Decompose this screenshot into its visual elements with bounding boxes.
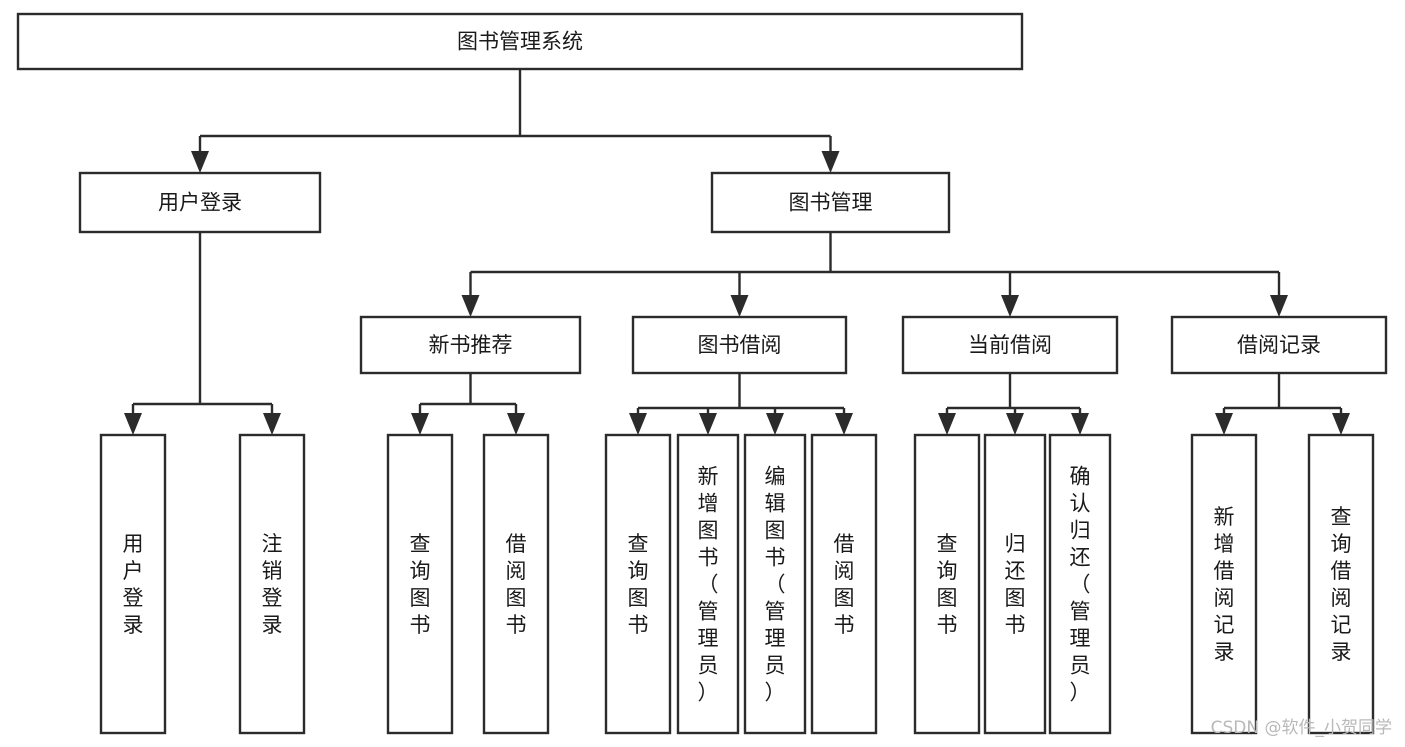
- node-leaf-query-record[interactable]: 查询借阅记录: [1307, 433, 1375, 735]
- node-label-leaf-query-book-3: 查询图书: [937, 532, 958, 637]
- node-box-user-login[interactable]: [78, 171, 322, 234]
- node-box-leaf-borrow-book-2[interactable]: [810, 433, 878, 735]
- arrow-head-icon: [1332, 413, 1350, 435]
- arrow-head-icon: [1215, 413, 1233, 435]
- node-current-borrow[interactable]: 当前借阅: [901, 315, 1119, 375]
- arrow-head-icon: [411, 413, 429, 435]
- arrow-head-icon: [124, 413, 142, 435]
- arrow-head-icon: [263, 413, 281, 435]
- node-leaf-user-logout[interactable]: 注销登录: [238, 433, 306, 735]
- node-box-leaf-query-book-2[interactable]: [604, 433, 672, 735]
- node-label-root: 图书管理系统: [457, 30, 583, 54]
- node-box-leaf-borrow-book-1[interactable]: [482, 433, 550, 735]
- node-leaf-return-book[interactable]: 归还图书: [983, 433, 1047, 735]
- node-box-book-manage[interactable]: [710, 171, 951, 234]
- node-label-leaf-return-book: 归还图书: [1005, 532, 1026, 637]
- node-label-borrow-record: 借阅记录: [1237, 333, 1321, 357]
- node-label-leaf-edit-book: 编辑图书（管理员）: [765, 465, 786, 705]
- node-box-leaf-edit-book[interactable]: [743, 433, 807, 735]
- node-label-book-borrow: 图书借阅: [698, 333, 782, 357]
- node-box-book-borrow[interactable]: [631, 315, 848, 375]
- node-box-leaf-user-logout[interactable]: [238, 433, 306, 735]
- node-box-new-book-rec[interactable]: [359, 315, 582, 375]
- edge-group-current-borrow: [938, 373, 1089, 435]
- node-box-leaf-query-record[interactable]: [1307, 433, 1375, 735]
- edge-group-user-login: [124, 232, 281, 435]
- arrow-head-icon: [835, 413, 853, 435]
- arrow-head-icon: [507, 413, 525, 435]
- node-new-book-rec[interactable]: 新书推荐: [359, 315, 582, 375]
- node-leaf-borrow-book-1[interactable]: 借阅图书: [482, 433, 550, 735]
- edge-group-book-borrow: [629, 373, 853, 435]
- node-label-leaf-add-book: 新增图书（管理员）: [698, 465, 719, 705]
- node-box-leaf-add-record[interactable]: [1190, 433, 1258, 735]
- node-layer: 图书管理系统用户登录图书管理新书推荐图书借阅当前借阅借阅记录用户登录注销登录查询…: [16, 12, 1388, 735]
- node-label-leaf-query-book-1: 查询图书: [410, 532, 431, 637]
- node-leaf-query-book-2[interactable]: 查询图书: [604, 433, 672, 735]
- node-label-leaf-confirm-return: 确认归还（管理员）: [1070, 465, 1091, 705]
- edge-group-borrow-record: [1215, 373, 1350, 435]
- arrow-head-icon: [1006, 413, 1024, 435]
- node-root[interactable]: 图书管理系统: [16, 12, 1024, 71]
- node-leaf-user-login[interactable]: 用户登录: [99, 433, 167, 735]
- node-label-leaf-user-login: 用户登录: [123, 532, 144, 637]
- node-box-leaf-user-login[interactable]: [99, 433, 167, 735]
- node-label-book-manage: 图书管理: [789, 191, 873, 215]
- node-leaf-query-book-3[interactable]: 查询图书: [913, 433, 981, 735]
- arrow-head-icon: [938, 413, 956, 435]
- node-box-current-borrow[interactable]: [901, 315, 1119, 375]
- node-label-leaf-query-record: 查询借阅记录: [1331, 505, 1352, 664]
- node-book-borrow[interactable]: 图书借阅: [631, 315, 848, 375]
- edge-group-root: [191, 69, 840, 173]
- arrow-head-icon: [699, 413, 717, 435]
- node-label-leaf-borrow-book-1: 借阅图书: [506, 532, 527, 637]
- arrow-head-icon: [1001, 295, 1019, 317]
- edge-group-new-book-rec: [411, 373, 525, 435]
- node-leaf-add-book[interactable]: 新增图书（管理员）: [676, 433, 740, 735]
- node-leaf-add-record[interactable]: 新增借阅记录: [1190, 433, 1258, 735]
- arrow-head-icon: [766, 413, 784, 435]
- arrow-head-icon: [461, 295, 480, 317]
- arrow-head-icon: [191, 151, 209, 173]
- node-label-new-book-rec: 新书推荐: [429, 333, 513, 357]
- node-box-leaf-query-book-1[interactable]: [386, 433, 454, 735]
- node-borrow-record[interactable]: 借阅记录: [1170, 315, 1388, 375]
- node-user-login[interactable]: 用户登录: [78, 171, 322, 234]
- node-box-leaf-return-book[interactable]: [983, 433, 1047, 735]
- arrow-head-icon: [1270, 295, 1288, 317]
- node-box-borrow-record[interactable]: [1170, 315, 1388, 375]
- node-leaf-confirm-return[interactable]: 确认归还（管理员）: [1048, 433, 1112, 735]
- arrow-head-icon: [629, 413, 647, 435]
- arrow-head-icon: [821, 151, 840, 173]
- node-label-leaf-query-book-2: 查询图书: [628, 532, 649, 637]
- node-box-root[interactable]: [16, 12, 1024, 71]
- node-box-leaf-query-book-3[interactable]: [913, 433, 981, 735]
- node-label-current-borrow: 当前借阅: [968, 333, 1052, 357]
- node-leaf-borrow-book-2[interactable]: 借阅图书: [810, 433, 878, 735]
- connector-layer: [124, 69, 1350, 435]
- node-book-manage[interactable]: 图书管理: [710, 171, 951, 234]
- node-label-leaf-borrow-book-2: 借阅图书: [834, 532, 855, 637]
- node-label-leaf-user-logout: 注销登录: [262, 532, 283, 637]
- arrow-head-icon: [730, 295, 749, 317]
- node-box-leaf-add-book[interactable]: [676, 433, 740, 735]
- csdn-watermark: CSDN @软件_小贺同学: [1211, 718, 1392, 738]
- node-label-user-login: 用户登录: [158, 191, 242, 215]
- node-leaf-query-book-1[interactable]: 查询图书: [386, 433, 454, 735]
- node-label-leaf-add-record: 新增借阅记录: [1214, 505, 1235, 664]
- node-leaf-edit-book[interactable]: 编辑图书（管理员）: [743, 433, 807, 735]
- edge-group-book-manage: [461, 232, 1288, 317]
- node-box-leaf-confirm-return[interactable]: [1048, 433, 1112, 735]
- arrow-head-icon: [1071, 413, 1089, 435]
